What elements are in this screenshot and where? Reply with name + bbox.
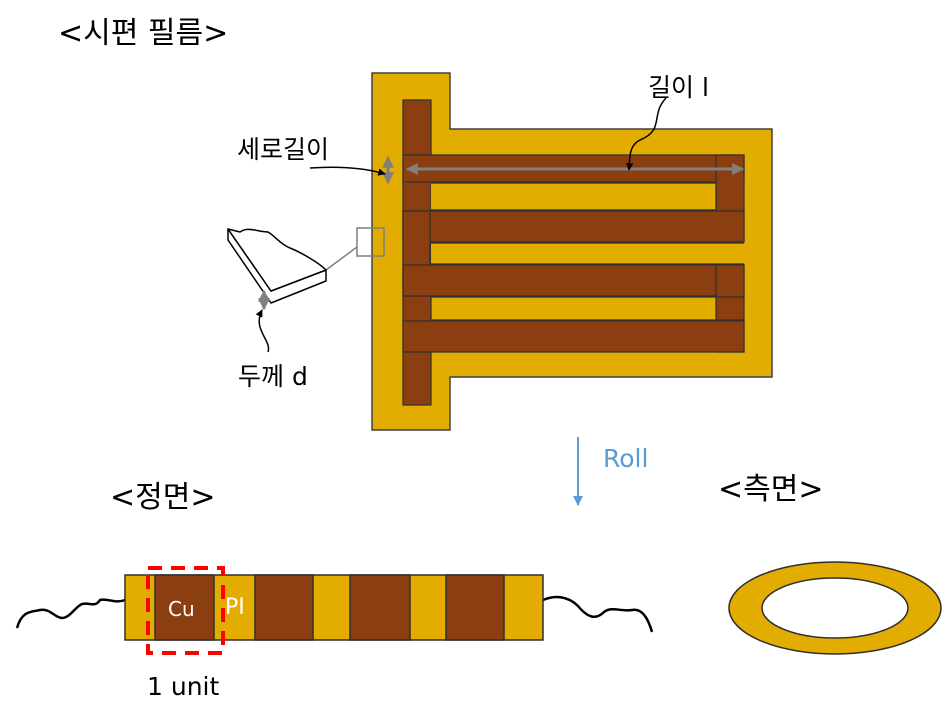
film-title: <시편 필름>	[58, 16, 229, 51]
unit-highlight-box	[146, 566, 225, 655]
cross-section-sketch	[227, 228, 327, 304]
trace-gaps	[431, 183, 716, 320]
side-view-hole	[761, 577, 909, 639]
width-leader	[309, 166, 386, 176]
thickness-leader	[255, 309, 270, 353]
front-view-title: <정면>	[110, 480, 216, 515]
thickness-label: 두께 d	[238, 362, 308, 391]
front-view-copper-segments	[154, 574, 505, 641]
trace-gap-edges	[429, 182, 744, 321]
side-view-title: <측면>	[718, 472, 824, 507]
width-label: 세로길이	[237, 135, 330, 164]
roll-label: Roll	[603, 444, 649, 473]
length-label: 길이 l	[648, 73, 709, 102]
unit-label: 1 unit	[147, 672, 220, 701]
zoom-connector	[325, 246, 358, 271]
pi-label: PI	[225, 595, 245, 620]
wire-right	[542, 595, 654, 633]
cu-label: Cu	[168, 597, 195, 621]
zoom-box	[356, 227, 385, 257]
length-leader	[625, 97, 667, 171]
wire-left	[15, 598, 126, 629]
